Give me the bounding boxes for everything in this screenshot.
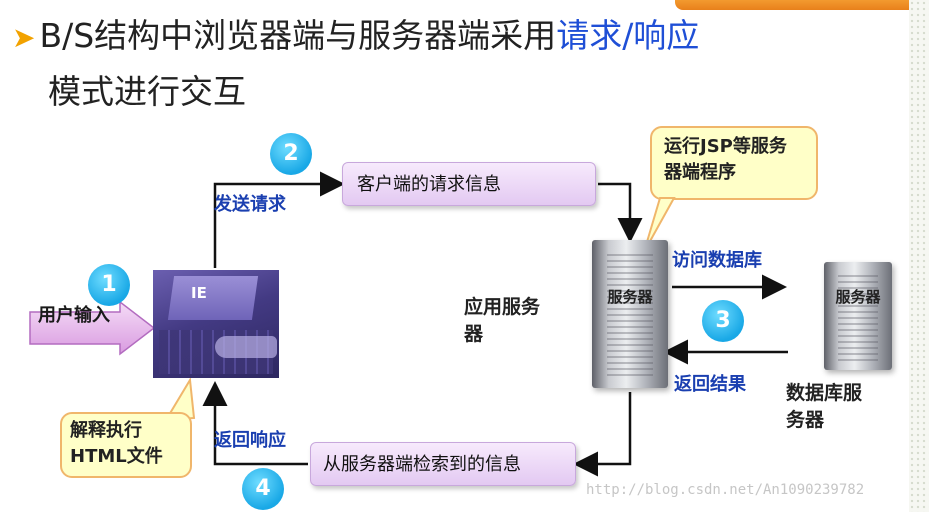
hand-shape [215, 336, 277, 358]
callout-pointer-server [643, 197, 676, 253]
db-server-icon-text: 服务器 [835, 288, 881, 306]
laptop-screen [167, 276, 259, 320]
app-server-label: 应用服务器 [464, 296, 541, 345]
ie-screen-text: IE [191, 284, 207, 302]
db-server-label: 数据库服务器 [786, 382, 863, 431]
send-request-label: 发送请求 [214, 194, 286, 215]
arrow-send-request [213, 171, 345, 268]
arrow-retrieve [573, 392, 632, 477]
dotted-side-strip [909, 0, 929, 512]
heading-text: B/S结构中浏览器端与服务器端采用 [39, 16, 557, 55]
app-server-icon-text: 服务器 [607, 288, 653, 306]
client-request-box: 客户端的请求信息 [342, 162, 596, 206]
watermark-url: http://blog.csdn.net/An1090239782 [586, 482, 865, 498]
callout-interpret-html: 解释执行HTML文件 [60, 412, 192, 478]
heading-highlight: 请求/响应 [556, 16, 700, 55]
step-1-badge: 1 [88, 264, 130, 306]
step-3-badge: 3 [702, 300, 744, 342]
return-response-label: 返回响应 [214, 430, 286, 451]
callout-server-program: 运行JSP等服务器端程序 [650, 126, 818, 200]
user-input-arrow-icon [29, 300, 156, 356]
db-server-icon: 服务器 [824, 262, 892, 370]
arrow-return-response [202, 381, 308, 466]
arrow-bullet-icon: ➤ [12, 21, 36, 54]
corner-tab-decoration [675, 0, 915, 10]
step-4-badge: 4 [242, 468, 284, 510]
server-response-box: 从服务器端检索到的信息 [310, 442, 576, 486]
access-db-label: 访问数据库 [672, 250, 762, 271]
step-2-badge: 2 [270, 133, 312, 175]
arrow-to-server [598, 182, 643, 243]
heading-line-2: 模式进行交互 [48, 72, 246, 111]
app-server-icon: 服务器 [592, 240, 668, 388]
heading-line-1: ➤B/S结构中浏览器端与服务器端采用请求/响应 [12, 14, 699, 60]
browser-laptop-icon: IE [153, 270, 279, 378]
user-input-label: 用户输入 [38, 305, 110, 326]
return-result-label: 返回结果 [674, 374, 746, 395]
